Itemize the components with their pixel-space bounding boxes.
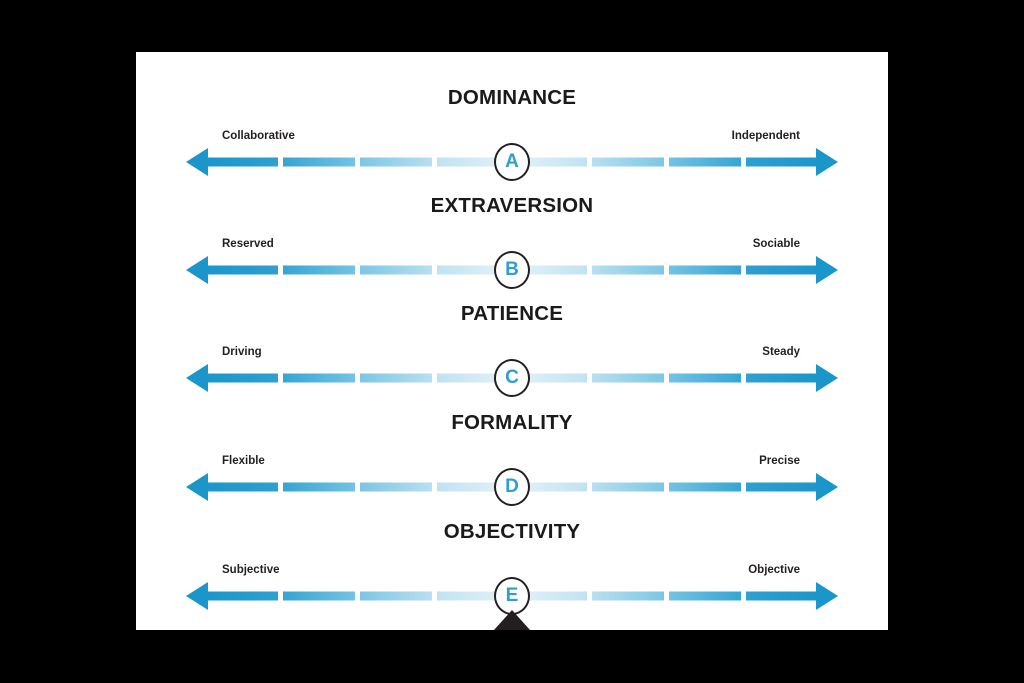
scale-row: PATIENCE Driving Steady <box>136 296 888 404</box>
scale-title-patience: PATIENCE <box>460 302 564 325</box>
scale-track[interactable] <box>206 482 818 492</box>
arrow-left-icon <box>186 364 208 392</box>
scale-marker-label: B <box>505 259 519 280</box>
arrow-right-icon <box>816 256 838 284</box>
scale-segment <box>283 482 356 492</box>
scale-right-label-dominance: Independent <box>731 130 800 142</box>
scale-segment <box>206 482 279 492</box>
scale-segment <box>745 157 818 167</box>
scale-marker-label: A <box>505 151 519 172</box>
scale-track[interactable] <box>206 591 818 601</box>
scale-axis-objectivity: E <box>186 577 838 615</box>
scale-segment <box>437 157 510 167</box>
scale-segment <box>745 591 818 601</box>
scale-segment <box>745 482 818 492</box>
arrow-right-icon <box>816 364 838 392</box>
scale-marker-label: C <box>505 367 519 388</box>
scale-segment <box>206 591 279 601</box>
content-card: DOMINANCE Collaborative Independent <box>136 52 888 630</box>
scale-segment <box>745 265 818 275</box>
scale-marker-b[interactable]: B <box>494 251 530 289</box>
scale-title-dominance: DOMINANCE <box>447 86 577 109</box>
scale-right-label-formality: Precise <box>759 455 800 467</box>
scale-segment <box>283 591 356 601</box>
scale-segment <box>514 591 587 601</box>
scale-row: OBJECTIVITY Subjective Objective <box>136 514 888 622</box>
arrow-left-icon <box>186 256 208 284</box>
scale-segment <box>514 265 587 275</box>
scale-axis-dominance: A <box>186 143 838 181</box>
scale-segment <box>514 157 587 167</box>
scale-track[interactable] <box>206 373 818 383</box>
scale-segment <box>514 373 587 383</box>
scale-marker-c[interactable]: C <box>494 359 530 397</box>
scale-right-label-patience: Steady <box>762 346 800 358</box>
scale-track[interactable] <box>206 157 818 167</box>
scale-segment <box>591 591 664 601</box>
scale-segment <box>591 482 664 492</box>
scale-segment <box>591 157 664 167</box>
scale-marker-label: D <box>505 476 519 497</box>
scale-segment <box>514 482 587 492</box>
arrow-right-icon <box>816 473 838 501</box>
scale-segment <box>360 157 433 167</box>
scale-marker-a[interactable]: A <box>494 143 530 181</box>
scale-left-label-patience: Driving <box>222 346 262 358</box>
scale-segment <box>283 265 356 275</box>
scale-title-formality: FORMALITY <box>451 411 573 434</box>
scale-segment <box>437 591 510 601</box>
scale-left-label-formality: Flexible <box>222 455 265 467</box>
scale-segment <box>668 591 741 601</box>
scale-right-label-extraversion: Sociable <box>752 238 800 250</box>
scale-left-label-dominance: Collaborative <box>222 130 295 142</box>
arrow-right-icon <box>816 582 838 610</box>
scale-segment <box>437 373 510 383</box>
scale-segment <box>360 591 433 601</box>
scale-segment <box>360 265 433 275</box>
bottom-pointer-triangle-icon <box>494 610 530 630</box>
scale-marker-e[interactable]: E <box>494 577 530 615</box>
scale-segment <box>283 373 356 383</box>
scale-segment <box>283 157 356 167</box>
scale-segment <box>360 373 433 383</box>
scale-title-extraversion: EXTRAVERSION <box>430 194 594 217</box>
scale-segment <box>360 482 433 492</box>
scale-marker-label: E <box>505 585 519 606</box>
scale-right-label-objectivity: Objective <box>748 564 800 576</box>
scale-marker-d[interactable]: D <box>494 468 530 506</box>
scale-segment <box>668 157 741 167</box>
scale-axis-patience: C <box>186 359 838 397</box>
scale-segment <box>668 265 741 275</box>
scale-left-label-objectivity: Subjective <box>222 564 280 576</box>
scale-segment <box>206 265 279 275</box>
scale-segment <box>668 482 741 492</box>
scale-axis-extraversion: B <box>186 251 838 289</box>
arrow-left-icon <box>186 473 208 501</box>
scale-segment <box>437 482 510 492</box>
scale-title-objectivity: OBJECTIVITY <box>443 520 581 543</box>
arrow-right-icon <box>816 148 838 176</box>
scale-track[interactable] <box>206 265 818 275</box>
scale-row: FORMALITY Flexible Precise <box>136 405 888 513</box>
scale-segment <box>745 373 818 383</box>
scale-segment <box>591 265 664 275</box>
arrow-left-icon <box>186 148 208 176</box>
scale-chart: DOMINANCE Collaborative Independent <box>136 52 888 630</box>
scale-left-label-extraversion: Reserved <box>222 238 274 250</box>
scale-segment <box>668 373 741 383</box>
scale-segment <box>437 265 510 275</box>
scale-row: EXTRAVERSION Reserved Sociable <box>136 188 888 296</box>
scale-segment <box>591 373 664 383</box>
scale-axis-formality: D <box>186 468 838 506</box>
arrow-left-icon <box>186 582 208 610</box>
scale-segment <box>206 373 279 383</box>
scale-segment <box>206 157 279 167</box>
scale-row: DOMINANCE Collaborative Independent <box>136 80 888 188</box>
